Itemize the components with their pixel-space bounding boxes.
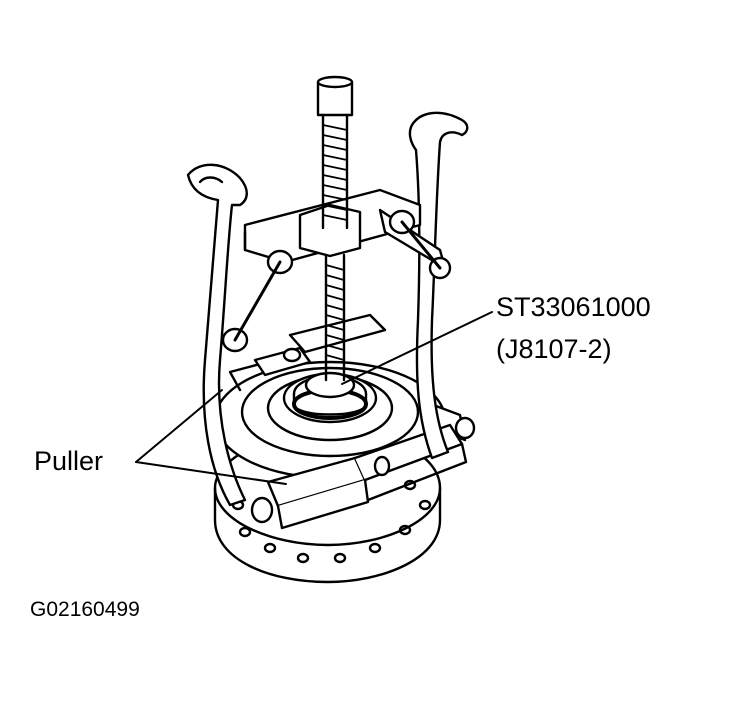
leader-lines bbox=[135, 311, 493, 485]
puller-arm-left bbox=[186, 163, 248, 507]
figure-code: G02160499 bbox=[30, 598, 140, 621]
leader-puller-jaw bbox=[135, 461, 287, 485]
center-screw bbox=[316, 75, 354, 382]
leader-tool bbox=[341, 311, 493, 385]
upper-yoke bbox=[221, 188, 452, 353]
tool-alt-number-label: (J8107-2) bbox=[496, 334, 612, 364]
bearing-assembly bbox=[213, 360, 447, 480]
tool-number-label: ST33061000 bbox=[496, 292, 651, 322]
leader-puller-arm bbox=[135, 389, 223, 463]
puller-label: Puller bbox=[34, 446, 104, 476]
screw-threads bbox=[322, 124, 348, 361]
